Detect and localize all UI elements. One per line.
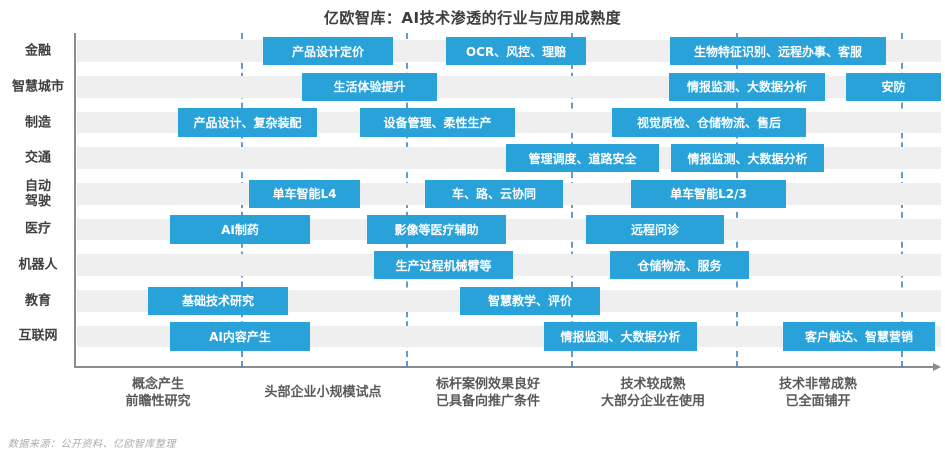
chart-bar: AI制药 xyxy=(170,215,310,244)
row-label: 教育 xyxy=(24,293,51,309)
chart-bar: 生活体验提升 xyxy=(302,72,437,102)
chart-bar: 远程问诊 xyxy=(586,215,724,244)
chart-bar: 影像等医疗辅助 xyxy=(367,215,506,244)
chart-bar: 情报监测、大数据分析 xyxy=(669,72,825,102)
chart-bar: OCR、风控、理赔 xyxy=(446,37,586,66)
stage-label-5: 技术非常成熟 已全面铺开 xyxy=(778,377,857,409)
row-label: 医疗 xyxy=(24,221,51,237)
row-label: 互联网 xyxy=(18,328,58,344)
chart-bar: 生物特征识别、远程办事、客服 xyxy=(670,37,886,66)
chart-bar: 仓储物流、服务 xyxy=(610,250,749,280)
chart-bar: 情报监测、大数据分析 xyxy=(671,143,824,173)
source-note: 数据来源：公开资料、亿欧智库整理 xyxy=(8,439,176,450)
row-label: 制造 xyxy=(24,115,51,130)
chart-bar: AI内容产生 xyxy=(170,322,310,351)
row-label: 自动 驾驶 xyxy=(24,178,51,209)
stage-label-4: 技术较成熟 大部分企业在使用 xyxy=(600,377,705,409)
stage-label-1: 概念产生 前瞻性研究 xyxy=(125,377,191,409)
x-axis-line xyxy=(74,366,935,368)
x-axis-arrow-icon xyxy=(933,363,941,371)
chart-bar: 管理调度、道路安全 xyxy=(506,143,659,173)
row-label: 机器人 xyxy=(18,257,58,273)
chart-bar: 基础技术研究 xyxy=(148,286,288,315)
chart-bar: 单车智能L4 xyxy=(249,179,360,208)
chart-bar: 设备管理、柔性生产 xyxy=(360,108,515,137)
stage-label-3: 标杆案例效果良好 已具备向推广条件 xyxy=(435,377,540,409)
stage-label-2: 头部企业小规模试点 xyxy=(264,385,382,400)
y-axis-line xyxy=(74,33,76,367)
chart-bar: 智慧教学、评价 xyxy=(460,286,600,315)
chart-bar: 单车智能L2/3 xyxy=(631,179,786,208)
chart-bar: 产品设计定价 xyxy=(263,37,393,66)
chart-bar: 生产过程机械臂等 xyxy=(374,250,513,280)
chart-bar: 产品设计、复杂装配 xyxy=(178,108,317,137)
chart-bar: 车、路、云协同 xyxy=(425,179,563,208)
chart-bar: 情报监测、大数据分析 xyxy=(544,322,697,351)
chart-bar: 安防 xyxy=(846,72,941,102)
row-label: 金融 xyxy=(24,43,51,59)
chart-bar: 视觉质检、仓储物流、售后 xyxy=(612,108,806,137)
row-label: 智慧城市 xyxy=(11,79,64,95)
row-label: 交通 xyxy=(24,150,51,166)
page-title: 亿欧智库：AI技术渗透的行业与应用成熟度 xyxy=(323,9,622,27)
chart-bar: 客户触达、智慧营销 xyxy=(783,322,935,351)
